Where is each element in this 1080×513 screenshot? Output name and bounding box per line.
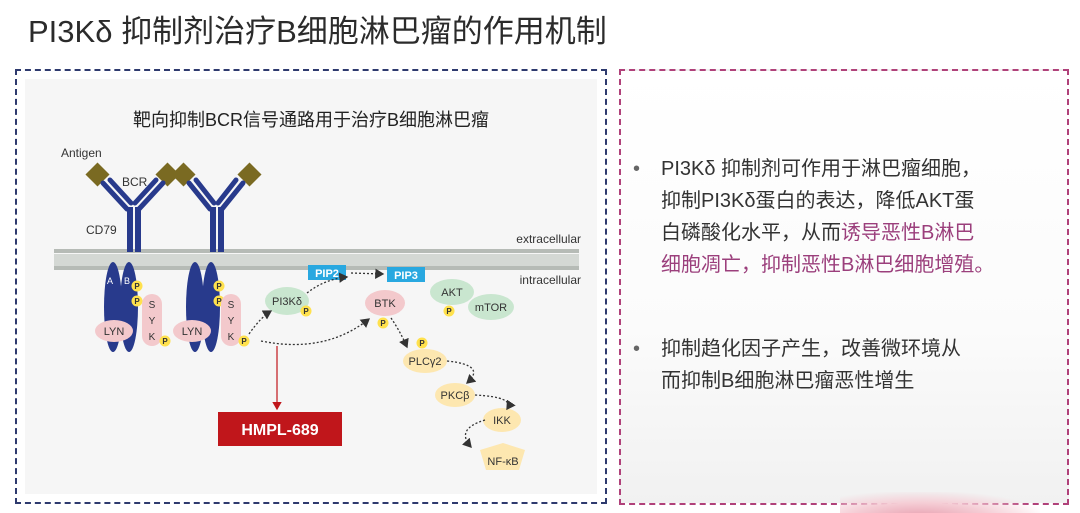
bcr-label: BCR bbox=[122, 175, 148, 189]
svg-text:P: P bbox=[303, 307, 309, 316]
bullet-dot-icon: • bbox=[633, 158, 641, 180]
drug-box bbox=[218, 412, 342, 446]
diagram-title: 靶向抑制BCR信号通路用于治疗B细胞淋巴瘤 bbox=[132, 110, 489, 130]
pi3k-label: PI3Kδ bbox=[272, 296, 302, 308]
summary-panel: • PI3Kδ 抑制剂可作用于淋巴瘤细胞， 抑制PI3Kδ蛋白的表达，降低AKT… bbox=[619, 69, 1069, 505]
svg-text:P: P bbox=[134, 282, 140, 291]
svg-text:P: P bbox=[216, 297, 222, 306]
svg-text:P: P bbox=[446, 307, 452, 316]
svg-text:Y: Y bbox=[228, 316, 235, 327]
pip2-label: PIP2 bbox=[315, 268, 339, 280]
ikk-label: IKK bbox=[493, 415, 511, 427]
cd79a-label: A bbox=[107, 276, 113, 286]
svg-text:K: K bbox=[228, 332, 235, 343]
syk-node bbox=[142, 294, 162, 346]
diagram-panel: 靶向抑制BCR信号通路用于治疗B细胞淋巴瘤 extracellular intr… bbox=[15, 69, 607, 504]
svg-text:P: P bbox=[162, 337, 168, 346]
svg-text:S: S bbox=[149, 300, 156, 311]
nfkb-node bbox=[480, 443, 525, 470]
btk-label: BTK bbox=[374, 298, 396, 310]
pkcb-label: PKCβ bbox=[441, 390, 470, 402]
pi3k-node bbox=[265, 287, 309, 315]
svg-text:P: P bbox=[419, 339, 425, 348]
akt-label: AKT bbox=[441, 287, 463, 299]
ikk-node bbox=[483, 408, 521, 432]
svg-text:P: P bbox=[134, 297, 140, 306]
slide-title: PI3Kδ 抑制剂治疗B细胞淋巴瘤的作用机制 bbox=[28, 14, 607, 49]
cd79-label: CD79 bbox=[86, 223, 117, 237]
svg-text:P: P bbox=[216, 282, 222, 291]
lyn-node bbox=[95, 320, 133, 342]
bullet-item-mechanism: • PI3Kδ 抑制剂可作用于淋巴瘤细胞， 抑制PI3Kδ蛋白的表达，降低AKT… bbox=[629, 153, 1059, 281]
cd79b-label: B bbox=[124, 276, 130, 286]
diagram-area: 靶向抑制BCR信号通路用于治疗B细胞淋巴瘤 extracellular intr… bbox=[25, 79, 597, 494]
plcg2-node bbox=[403, 349, 447, 373]
antigen-icon bbox=[171, 162, 196, 187]
bcr-pathway-diagram: extracellular intracellular Antigen BCR … bbox=[54, 146, 581, 470]
antigen-icon bbox=[85, 162, 110, 187]
drug-label: HMPL-689 bbox=[241, 422, 318, 439]
svg-text:P: P bbox=[241, 337, 247, 346]
nfkb-label: NF-κB bbox=[487, 456, 518, 468]
bullet-item-chemokine: • 抑制趋化因子产生，改善微环境从 而抑制B细胞淋巴瘤恶性增生 bbox=[629, 333, 1059, 397]
extracellular-label: extracellular bbox=[516, 232, 581, 246]
mtor-node bbox=[468, 294, 514, 320]
plcg2-label: PLCγ2 bbox=[408, 356, 441, 368]
pkcb-node bbox=[435, 383, 475, 407]
antigen-icon bbox=[237, 162, 262, 187]
antigen-label: Antigen bbox=[61, 146, 102, 160]
btk-node bbox=[365, 290, 405, 316]
syk-node-2 bbox=[221, 294, 241, 346]
lyn-label-2: LYN bbox=[182, 326, 203, 338]
intracellular-label: intracellular bbox=[520, 273, 581, 287]
svg-text:K: K bbox=[149, 332, 156, 343]
pathway-arrows bbox=[248, 272, 516, 448]
lyn-node-2 bbox=[173, 320, 211, 342]
pip2-box bbox=[308, 265, 346, 280]
mtor-label: mTOR bbox=[475, 302, 507, 314]
pip3-box bbox=[387, 267, 425, 282]
akt-node bbox=[430, 279, 474, 305]
brand-swirl-decoration bbox=[840, 492, 1040, 513]
svg-text:Y: Y bbox=[149, 316, 156, 327]
svg-text:S: S bbox=[228, 300, 235, 311]
bullet-dot-icon: • bbox=[633, 338, 641, 360]
lyn-label: LYN bbox=[104, 326, 125, 338]
antigen-icon bbox=[155, 162, 180, 187]
svg-text:P: P bbox=[380, 319, 386, 328]
pip3-label: PIP3 bbox=[394, 270, 418, 282]
bullet-list: • PI3Kδ 抑制剂可作用于淋巴瘤细胞， 抑制PI3Kδ蛋白的表达，降低AKT… bbox=[629, 153, 1059, 397]
